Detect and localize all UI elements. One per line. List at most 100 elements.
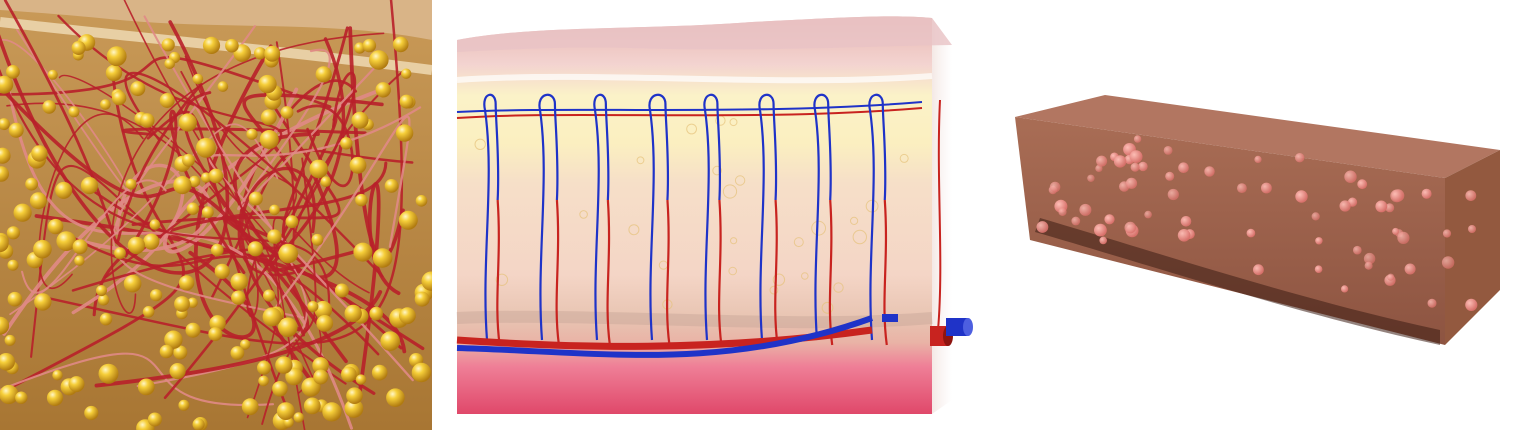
globule	[178, 275, 195, 291]
particle	[1167, 188, 1179, 201]
capillary-loop-arterial	[496, 199, 501, 346]
globule	[202, 36, 221, 55]
globule	[5, 65, 20, 79]
globule	[0, 166, 9, 182]
globule	[130, 81, 146, 97]
globule	[340, 137, 353, 150]
fiber-strand	[0, 68, 331, 328]
cell-bubble	[495, 273, 509, 286]
particle	[1049, 181, 1061, 193]
cell-bubble	[793, 237, 804, 248]
globule	[187, 297, 198, 308]
particle	[1387, 273, 1395, 281]
cell-bubble	[734, 175, 746, 186]
tissue-closeup-illustration	[0, 0, 432, 430]
capillary-loop-venous	[813, 93, 832, 341]
globule	[149, 219, 161, 230]
particle	[1087, 174, 1095, 182]
globule	[264, 45, 281, 62]
globule	[111, 90, 127, 106]
globule	[208, 327, 223, 342]
globule	[84, 405, 99, 421]
globule	[137, 378, 155, 396]
globule	[276, 402, 295, 420]
globule	[341, 366, 357, 383]
globule	[74, 255, 85, 266]
globule	[214, 263, 230, 279]
fiber-strand	[6, 84, 354, 430]
particle	[1339, 200, 1351, 212]
particle	[1404, 263, 1416, 275]
fiber-strand	[269, 37, 356, 272]
cell-bubble	[474, 138, 486, 151]
globule	[25, 177, 38, 191]
particle	[1113, 155, 1127, 168]
globule	[178, 113, 197, 132]
capillary-loop-arterial	[718, 199, 723, 346]
globule	[99, 313, 113, 326]
fiber-strand	[0, 28, 131, 193]
globule	[46, 389, 64, 406]
globule	[186, 202, 200, 215]
surface-capillary	[456, 107, 923, 119]
globule	[169, 363, 186, 380]
globule	[29, 192, 47, 210]
globule	[0, 234, 9, 253]
globule	[230, 273, 248, 291]
capillary-loop-venous	[593, 93, 610, 341]
particle	[1071, 216, 1081, 226]
globule	[258, 375, 269, 387]
cell-bubble	[729, 118, 738, 127]
particle	[1079, 203, 1092, 216]
globule	[293, 412, 304, 423]
globule	[192, 418, 205, 430]
globule	[0, 75, 14, 94]
globule	[142, 306, 155, 318]
skin-top-face	[457, 16, 952, 52]
globule	[150, 289, 163, 302]
globule	[210, 243, 224, 257]
particle	[1138, 161, 1148, 172]
globule	[313, 369, 329, 385]
cell-bubble	[712, 165, 722, 176]
cell-bubble	[801, 272, 809, 280]
globule	[312, 357, 329, 374]
globule	[56, 231, 77, 252]
globule	[106, 46, 127, 67]
globule	[182, 153, 195, 167]
fiber-strand	[265, 115, 411, 320]
globule	[143, 233, 160, 250]
block-top-face	[1015, 95, 1500, 178]
fiber-strand	[0, 20, 230, 275]
globule	[334, 283, 349, 298]
fiber-strand	[124, 71, 384, 278]
particle	[1163, 146, 1173, 155]
particle	[1427, 298, 1437, 308]
particle	[1254, 155, 1262, 163]
globule	[100, 99, 111, 110]
particle	[1465, 298, 1478, 311]
globule	[72, 239, 88, 255]
skin-cross-section-illustration	[456, 16, 973, 415]
globule	[159, 344, 174, 359]
particle-cloud	[1036, 135, 1478, 311]
globule	[196, 137, 216, 158]
globule	[415, 195, 428, 207]
block-shadow	[1035, 218, 1440, 345]
globule	[380, 331, 401, 352]
globule	[344, 304, 362, 323]
particle	[1246, 228, 1256, 238]
globule	[159, 93, 175, 108]
globule	[123, 274, 142, 293]
globule	[280, 106, 294, 119]
surface-venule	[456, 101, 923, 113]
particle	[1341, 285, 1349, 293]
fiber-strand	[123, 109, 246, 275]
globule	[0, 118, 10, 131]
globule	[15, 391, 28, 404]
globule	[372, 248, 393, 268]
capillary-loop-venous	[703, 93, 722, 341]
particle	[1295, 190, 1308, 203]
particle	[1204, 166, 1215, 177]
globule	[355, 193, 368, 207]
